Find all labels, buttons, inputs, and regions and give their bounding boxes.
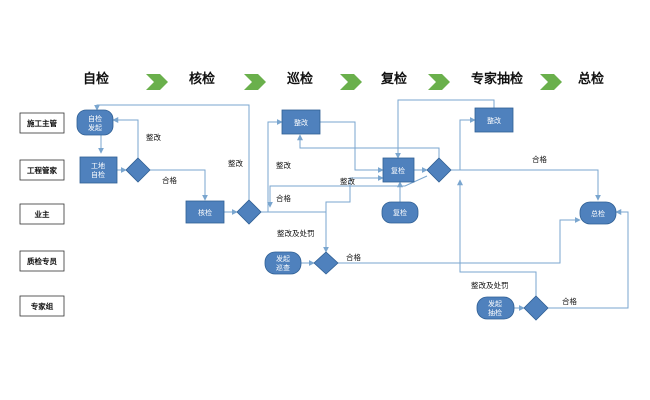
expert-rectify-node xyxy=(474,107,514,133)
flow-edge xyxy=(112,117,139,158)
flow-edges xyxy=(94,99,629,311)
patrol-start-node xyxy=(264,251,302,275)
flow-edge xyxy=(320,121,384,173)
stage-arrow-icon xyxy=(340,74,362,90)
node-label: 核检 xyxy=(198,208,212,217)
decision-diamond xyxy=(523,295,549,321)
self-check-start-node xyxy=(76,109,114,136)
flow-nodes: 自检 发起 工地 自检 核检 整改 复检 复检 整改 总检 发起 巡查 xyxy=(76,107,617,321)
flow-edge xyxy=(548,209,629,309)
node-label: 自检 xyxy=(88,114,102,123)
stage-arrow-icon xyxy=(146,74,168,90)
flow-edge xyxy=(150,169,208,201)
node-label: 发起 xyxy=(276,254,290,263)
stage-header: 自检 核检 巡检 复检 专家抽检 总检 xyxy=(83,71,604,90)
node-label: 整改 xyxy=(487,116,501,125)
edge-label: 整改 xyxy=(340,176,355,186)
flow-edge xyxy=(457,179,537,296)
edge-label: 合格 xyxy=(276,193,291,203)
recheck-node xyxy=(382,157,415,183)
edge-label: 合格 xyxy=(562,296,577,306)
decision-diamond xyxy=(426,157,452,183)
decision-diamond xyxy=(236,199,262,225)
edge-label: 合格 xyxy=(162,175,177,185)
stage-label: 专家抽检 xyxy=(471,71,523,87)
node-label: 抽检 xyxy=(488,308,502,317)
node-label: 整改 xyxy=(294,118,308,127)
node-label: 复检 xyxy=(391,166,405,175)
node-label: 总检 xyxy=(591,209,605,218)
site-self-check-node xyxy=(79,156,118,184)
flow-edge xyxy=(395,99,495,159)
node-label: 巡查 xyxy=(276,263,290,272)
stage-arrow-icon xyxy=(428,74,450,90)
stage-label: 核检 xyxy=(189,71,215,87)
owner-recheck-node xyxy=(381,201,419,224)
decision-diamond xyxy=(125,157,151,183)
edge-label: 整改及处罚 xyxy=(277,228,315,238)
edge-label: 整改 xyxy=(276,160,291,170)
node-label: 自检 xyxy=(91,170,105,179)
role-box xyxy=(19,250,65,272)
flow-edge xyxy=(325,175,384,252)
stage-label: 自检 xyxy=(83,71,109,87)
edge-labels: 整改 合格 整改 整改 合格 整改 整改及处罚 合格 合格 整改及处罚 合格 xyxy=(146,132,577,306)
role-box xyxy=(19,295,65,317)
stage-arrow-icon xyxy=(540,74,562,90)
node-label: 复检 xyxy=(393,208,407,217)
node-label: 工地 xyxy=(91,161,105,170)
stage-label: 总检 xyxy=(578,71,604,87)
role-label: 工程管家 xyxy=(27,165,57,175)
patrol-rectify-node xyxy=(281,109,321,135)
final-check-node xyxy=(579,201,617,225)
role-label: 质检专员 xyxy=(27,256,57,266)
edge-label: 合格 xyxy=(532,154,547,164)
flow-edge xyxy=(297,134,440,158)
edge-label: 整改 xyxy=(228,158,243,168)
node-label: 发起 xyxy=(88,123,102,132)
stage-label: 复检 xyxy=(380,71,407,87)
flow-edge xyxy=(451,117,476,171)
expert-start-node xyxy=(476,296,515,320)
edge-label: 合格 xyxy=(346,252,361,262)
role-lanes: 施工主管 工程管家 业主 质检专员 专家组 xyxy=(19,112,65,317)
core-check-node xyxy=(185,200,225,224)
edge-label: 整改及处罚 xyxy=(471,280,509,290)
role-box xyxy=(19,159,65,181)
flow-edge xyxy=(451,169,601,201)
role-label: 专家组 xyxy=(31,301,54,311)
role-label: 施工主管 xyxy=(27,118,57,128)
stage-arrow-icon xyxy=(244,74,266,90)
node-label: 发起 xyxy=(488,299,502,308)
stage-label: 巡检 xyxy=(287,71,313,87)
flow-edge xyxy=(338,217,581,264)
edge-label: 整改 xyxy=(146,132,161,142)
flow-edge xyxy=(267,175,428,208)
decision-diamond xyxy=(313,251,339,275)
role-box xyxy=(19,112,65,134)
role-label: 业主 xyxy=(35,209,50,219)
flow-edge xyxy=(94,104,250,200)
role-box xyxy=(19,203,65,225)
